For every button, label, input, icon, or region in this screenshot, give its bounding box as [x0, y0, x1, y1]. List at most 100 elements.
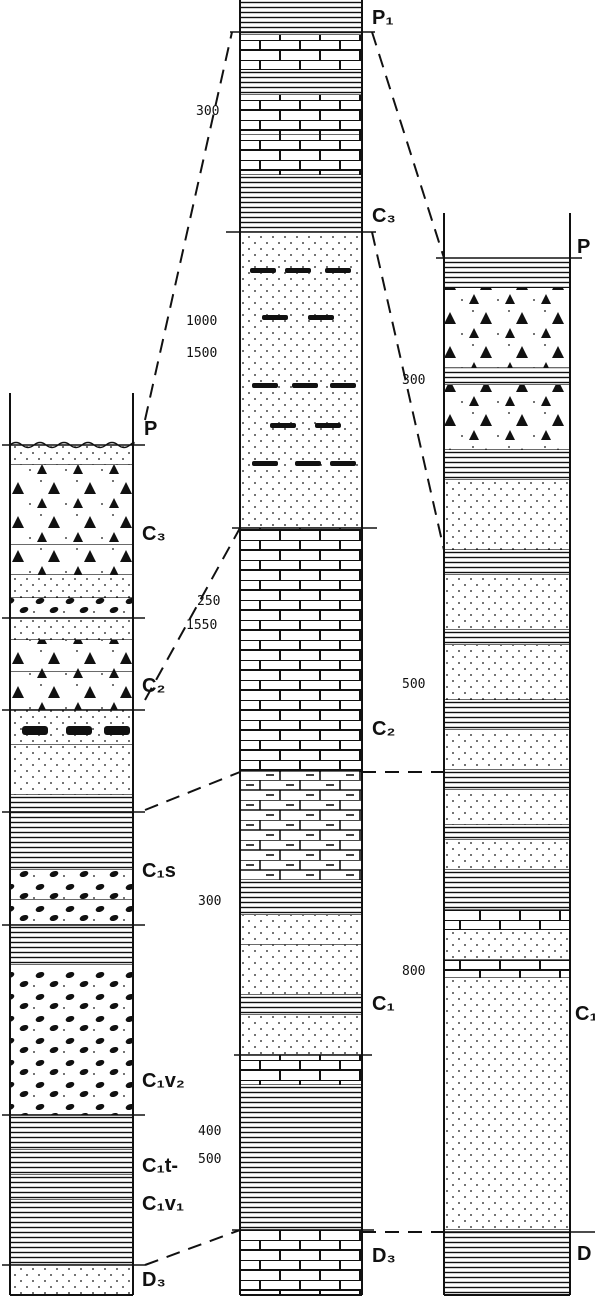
thickness-right-300: 300	[402, 373, 425, 388]
layer-shale	[10, 1150, 133, 1175]
label-left-c3: C₃	[142, 523, 166, 545]
correlation-lines	[144, 31, 445, 1266]
layer-lime	[240, 95, 362, 135]
layer-pebble	[10, 870, 133, 900]
label-right-d: D	[577, 1243, 591, 1265]
thickness-right-500: 500	[402, 677, 425, 692]
streak-mark	[252, 383, 278, 388]
layer-sand	[240, 915, 362, 945]
correlation-line	[371, 231, 445, 551]
label-left-c1v1: C₁v₁	[142, 1193, 184, 1215]
layer-shale	[10, 1115, 133, 1150]
streak-mark	[315, 423, 341, 428]
layer-shale	[240, 0, 362, 35]
thickness-mid-400: 400	[198, 1124, 221, 1139]
layer-shale	[10, 1200, 133, 1265]
layer-sand	[444, 978, 570, 1230]
layer-sand	[444, 645, 570, 700]
layer-sand	[444, 930, 570, 960]
streak-mark	[292, 383, 318, 388]
thickness-right-800: 800	[402, 964, 425, 979]
layer-lime	[240, 528, 362, 772]
unconformity-line	[9, 441, 135, 449]
streak-mark	[270, 423, 296, 428]
middle-column	[226, 0, 377, 1296]
label-left-c1t: C₁t-	[142, 1155, 178, 1177]
correlation-line	[371, 31, 445, 259]
layer-sand	[10, 745, 133, 795]
label-right-c1: C₁	[575, 1003, 595, 1025]
left-column	[2, 393, 145, 1296]
layer-shale	[444, 700, 570, 730]
layer-pebble	[10, 900, 133, 925]
layer-sand	[240, 232, 362, 528]
streak-mark	[262, 315, 288, 320]
coal-lens	[104, 726, 130, 735]
correlation-line	[144, 31, 233, 421]
layer-trees	[10, 545, 133, 575]
layer-sand	[10, 1265, 133, 1295]
layer-shale	[444, 550, 570, 575]
label-mid-c3: C₃	[372, 205, 396, 227]
layer-trees	[444, 385, 570, 450]
layer-shale	[444, 870, 570, 910]
layer-lime	[444, 910, 570, 930]
label-left-d3: D₃	[142, 1269, 166, 1291]
label-left-c2: C₂	[142, 675, 165, 697]
layer-trees	[10, 465, 133, 545]
label-mid-c2: C₂	[372, 718, 395, 740]
correlation-line	[144, 771, 241, 811]
correlation-line	[144, 527, 241, 701]
layer-lime	[240, 1055, 362, 1085]
layer-trees	[10, 672, 133, 710]
layer-trees	[10, 640, 133, 672]
layer-lime	[240, 35, 362, 70]
layer-pebble	[10, 965, 133, 1115]
layer-sand	[10, 575, 133, 598]
layer-trees	[444, 288, 570, 368]
layer-lime	[240, 135, 362, 175]
label-left-c1v2: C₁v₂	[142, 1070, 185, 1092]
coal-lens	[66, 726, 92, 735]
layer-shale	[10, 812, 133, 870]
streak-mark	[295, 461, 321, 466]
streak-mark	[325, 268, 351, 273]
thickness-mid-500: 500	[198, 1152, 221, 1167]
layer-sand	[444, 790, 570, 825]
layer-shale	[444, 630, 570, 645]
layer-shale	[444, 825, 570, 840]
layer-sand	[444, 840, 570, 870]
correlation-line	[144, 1229, 241, 1266]
label-right-p: P	[577, 236, 590, 258]
streak-mark	[285, 268, 311, 273]
layer-sand	[10, 445, 133, 465]
coal-lens	[22, 726, 48, 735]
streak-mark	[252, 461, 278, 466]
thickness-mid-300-top: 300	[196, 104, 219, 119]
layer-shale	[240, 995, 362, 1015]
layer-shale	[240, 1085, 362, 1230]
streak-mark	[308, 315, 334, 320]
thickness-mid-1500: 1500	[186, 346, 217, 361]
layer-sand	[240, 1015, 362, 1055]
layer-shale	[444, 1230, 570, 1295]
layer-shale	[240, 175, 362, 232]
layer-sand	[444, 730, 570, 770]
streak-mark	[250, 268, 276, 273]
thickness-mid-1550: 1550	[186, 618, 217, 633]
layer-shale	[10, 925, 133, 965]
layer-marl	[240, 772, 362, 880]
layer-shale	[444, 770, 570, 790]
layer-pebble	[10, 598, 133, 618]
label-left-c1s: C₁s	[142, 860, 176, 882]
layer-shale	[444, 368, 570, 385]
thickness-mid-1000: 1000	[186, 314, 217, 329]
layer-shale	[240, 70, 362, 95]
label-left-p: P	[144, 418, 157, 440]
layer-sand	[444, 480, 570, 550]
label-mid-c1: C₁	[372, 993, 395, 1015]
layer-shale	[444, 258, 570, 288]
layer-shale	[240, 880, 362, 915]
streak-mark	[330, 461, 356, 466]
